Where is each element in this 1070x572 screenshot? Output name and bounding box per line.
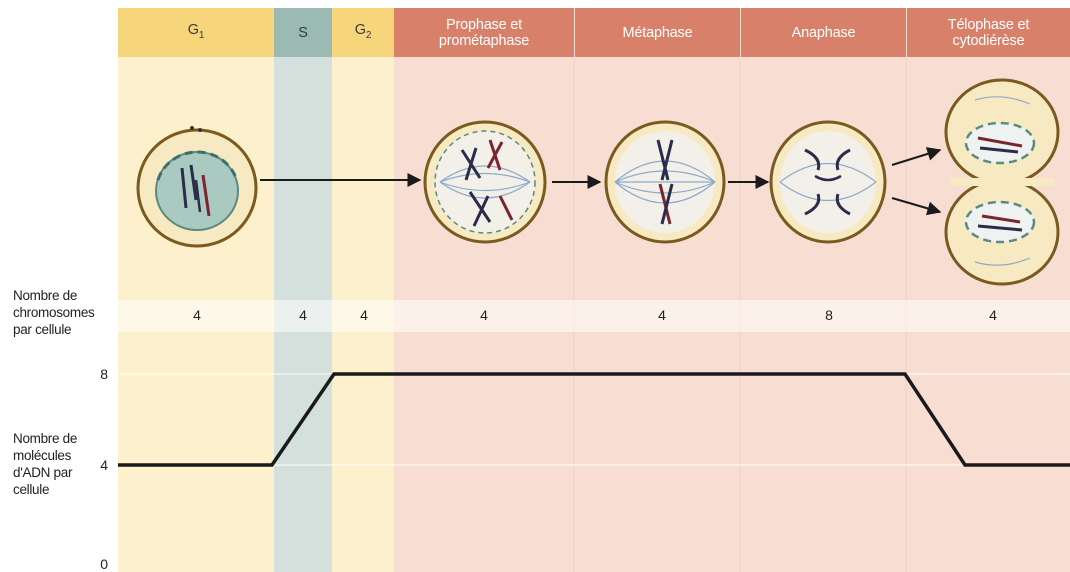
phase-header-g2: G2 <box>332 8 394 57</box>
chromosome-count-g1: 4 <box>177 307 217 323</box>
chromosome-count-band <box>118 300 1070 332</box>
chromosome-count-prophase: 4 <box>464 307 504 323</box>
column-metaphase-bg <box>574 8 740 572</box>
chromosome-count-telophase: 4 <box>973 307 1013 323</box>
phase-header-prophase: Prophase et prométaphase <box>394 8 574 57</box>
y-tick-4: 4 <box>88 457 108 473</box>
column-g2-bg <box>332 8 394 572</box>
phase-header-s: S <box>274 8 332 57</box>
phase-header-metaphase: Métaphase <box>575 8 740 57</box>
phase-header-telophase: Télophase et cytodiérèse <box>907 8 1070 57</box>
chromosome-count-label: Nombre de chromosomes par cellule <box>13 287 121 338</box>
column-g1-bg <box>118 8 274 572</box>
telophase-cells <box>946 80 1058 284</box>
y-tick-0: 0 <box>88 556 108 572</box>
anaphase-cell <box>771 122 885 242</box>
prophase-cell <box>425 122 545 242</box>
column-s-bg <box>274 8 332 572</box>
phase-header-anaphase: Anaphase <box>741 8 906 57</box>
chromosome-count-s: 4 <box>283 307 323 323</box>
phase-columns <box>118 8 1070 572</box>
y-tick-8: 8 <box>88 366 108 382</box>
phase-header-g1: G1 <box>118 8 274 57</box>
column-prophase-bg <box>394 8 574 572</box>
chromosome-count-g2: 4 <box>344 307 384 323</box>
metaphase-cell <box>606 122 724 242</box>
chromosome-count-metaphase: 4 <box>642 307 682 323</box>
chromosome-count-anaphase: 8 <box>809 307 849 323</box>
column-anaphase-bg <box>740 8 906 572</box>
